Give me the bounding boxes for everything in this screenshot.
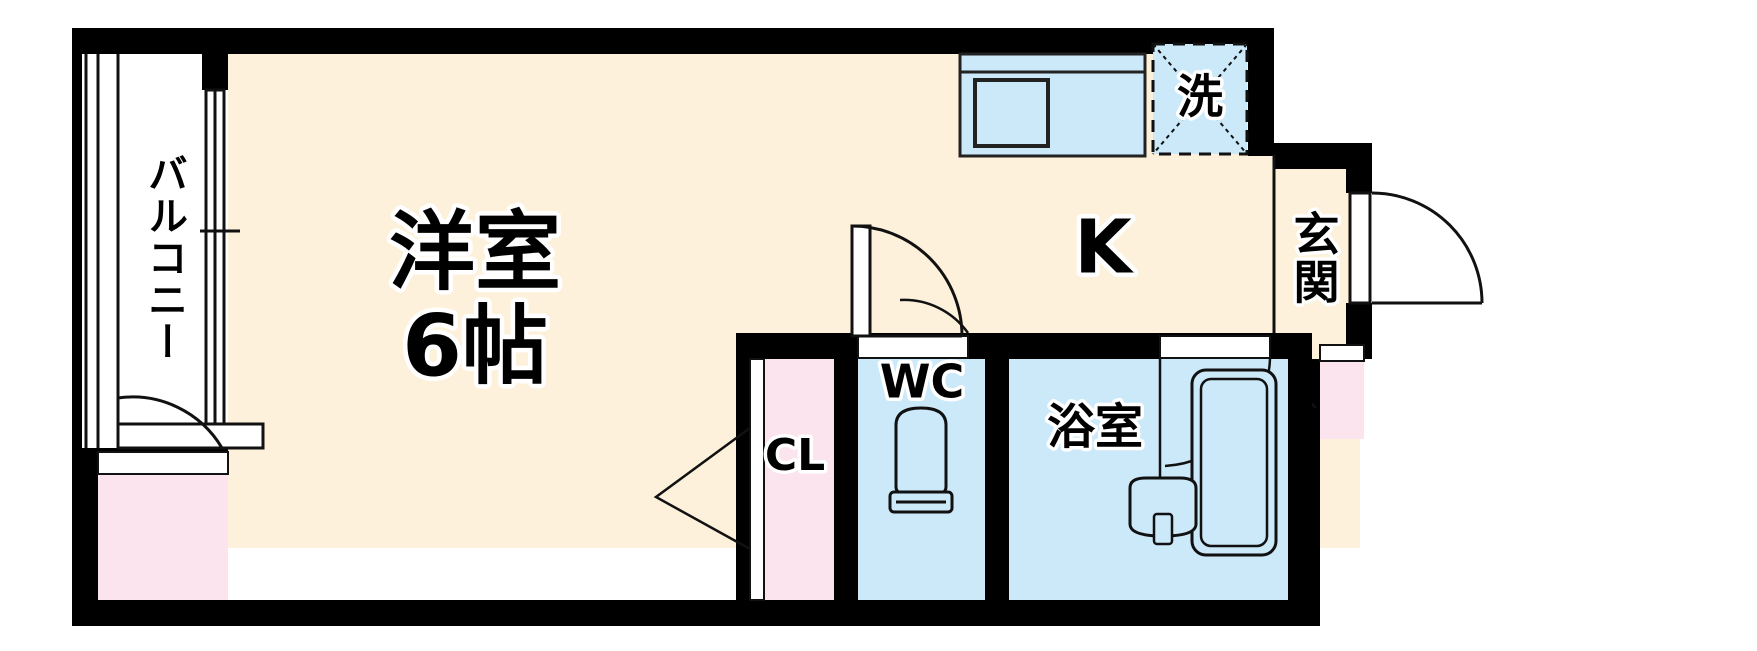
balcony-floor <box>78 28 228 448</box>
balcony-group: バルコニー <box>84 54 265 450</box>
kitchen-label: K <box>1074 205 1134 291</box>
storage-bottom-left-fill[interactable] <box>98 474 228 600</box>
closet-group: CL <box>653 358 834 601</box>
wall-balcony-left <box>72 28 82 448</box>
toilet-label: WC <box>880 355 965 409</box>
storage-bottom-left-group <box>97 451 229 600</box>
washer-space-group: 洗 <box>1151 42 1249 156</box>
wall-kitchen-right <box>1248 28 1274 156</box>
wall-closet-wc <box>834 333 858 600</box>
wall-wc-bath <box>985 333 1009 600</box>
wall-lower-left <box>72 448 98 626</box>
bathroom-label: 浴室 <box>1047 399 1143 455</box>
washer-space-cross-2 <box>1152 43 1248 155</box>
entry-closet-right-door[interactable] <box>1319 344 1365 362</box>
entrance-door-leaf[interactable] <box>1348 191 1372 305</box>
main-room-door-leaf[interactable] <box>850 224 872 338</box>
main-room-label-size: 6帖 <box>402 296 548 396</box>
main-room-door-group <box>850 224 964 338</box>
wall-bottom <box>72 600 1320 626</box>
main-room-group: 洋室 6帖 <box>385 198 566 401</box>
toilet-group: WC <box>857 298 985 600</box>
kitchen-sink-basin[interactable] <box>973 78 1050 148</box>
wall-entrance-right-upper <box>1346 155 1372 193</box>
wall-bath-right <box>1288 333 1312 600</box>
washer-space-label: 洗 <box>1177 70 1223 124</box>
entry-closet-right-fill[interactable] <box>1320 359 1364 439</box>
main-room-label-name: 洋室 <box>389 202 561 302</box>
bathroom-group: 浴室 <box>1009 335 1288 600</box>
storage-bottom-left-door[interactable] <box>97 451 229 475</box>
closet-label: CL <box>765 430 825 481</box>
main-room-door-swing-arc <box>851 224 964 337</box>
balcony-door-swing-arc <box>117 395 224 449</box>
bathtub-inner <box>1199 377 1269 548</box>
kitchen-group: K <box>958 52 1147 295</box>
toilet-bowl <box>894 406 948 499</box>
balcony-door-leaf-box[interactable] <box>116 422 265 450</box>
vanity-faucet <box>1152 512 1174 546</box>
closet-door-leaf[interactable] <box>749 358 765 601</box>
entrance-door-swing-arc <box>1371 191 1484 304</box>
closet-folding-door-indicator <box>653 426 751 551</box>
wall-balcony-div-upper <box>202 28 228 90</box>
wall-closet-left <box>736 333 750 600</box>
entrance-group: 玄関 <box>1272 155 1484 548</box>
bathroom-door-opening[interactable] <box>1159 335 1271 359</box>
closet-fill[interactable] <box>764 359 834 600</box>
balcony-label: バルコニー <box>141 153 187 363</box>
vanity-washbasin <box>1128 476 1198 538</box>
wall-top <box>72 28 1274 54</box>
entrance-label: 玄関 <box>1287 210 1341 306</box>
